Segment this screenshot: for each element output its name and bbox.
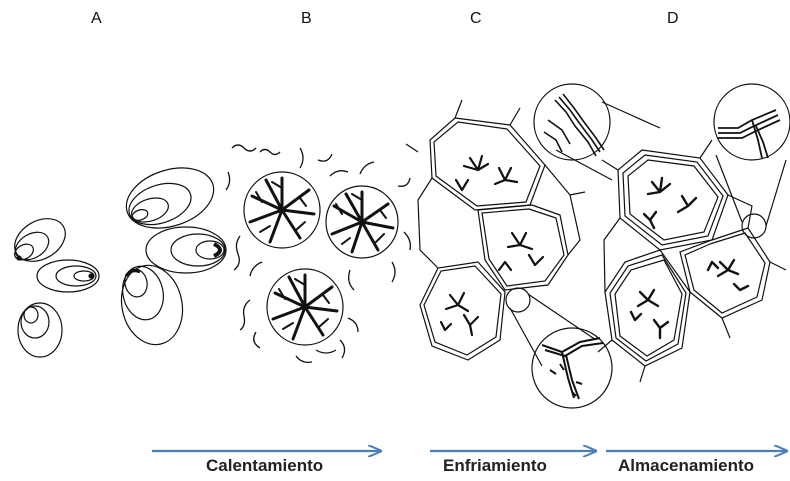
panel-c-gel-network [406,100,612,408]
panel-d-retrograded-gel [534,84,790,382]
granule-large-2 [146,227,226,273]
panel-c-magnifier [506,288,612,408]
granule-small-2 [37,260,99,292]
retrograded-cell-walls [598,140,786,382]
granule-large-1 [119,157,222,238]
stage-label-calentamiento: Calentamiento [206,456,323,476]
swollen-granule-3 [267,269,343,345]
swollen-granule-2 [326,186,398,258]
granule-small-1 [7,210,73,270]
granule-small-3 [18,303,62,357]
panel-a-granules [7,157,226,357]
granule-large-3 [114,260,189,351]
panel-d-magnifier-right [714,84,790,238]
gel-cell-contents [441,156,543,335]
stage-label-almacenamiento: Almacenamiento [618,456,754,476]
swollen-granule-1 [244,172,320,248]
stage-label-enfriamiento: Enfriamiento [443,456,547,476]
panel-b-gelatinized [226,145,410,362]
gel-cell-walls [406,100,585,360]
